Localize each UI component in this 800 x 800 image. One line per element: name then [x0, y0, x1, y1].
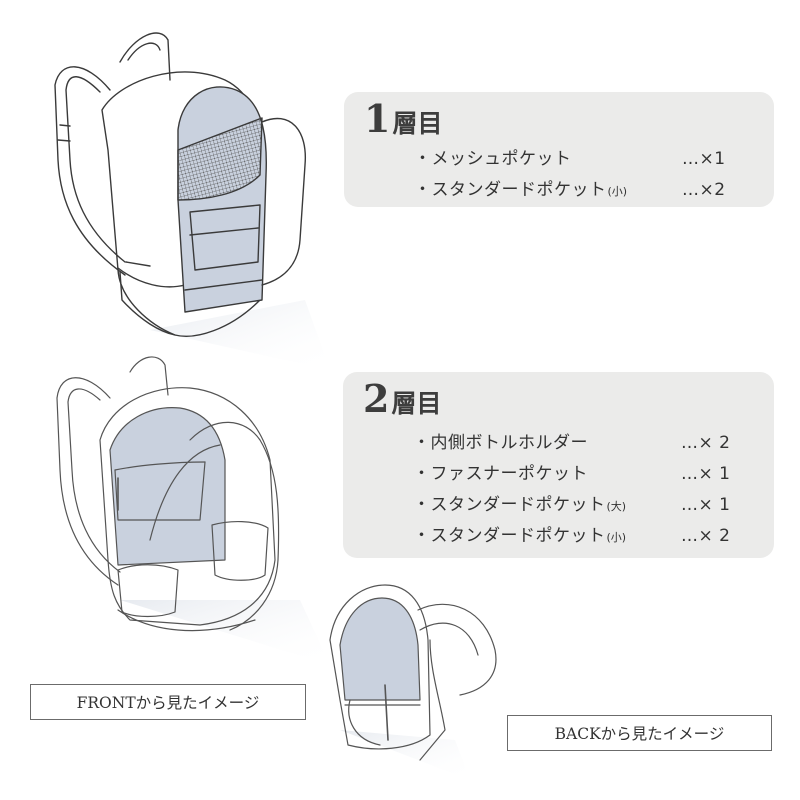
- front-view-caption: FRONTから見たイメージ: [30, 684, 306, 720]
- list-item: ・内側ボトルホルダー …× 2: [343, 428, 774, 459]
- pocket-size: (大): [606, 500, 627, 513]
- pocket-quantity: …×2: [682, 180, 726, 200]
- layer-1-suffix: 層目: [392, 109, 443, 138]
- layer-1-info-panel: 1層目 ・メッシュポケット …×1 ・スタンダードポケット(小) …×2: [344, 92, 774, 207]
- pocket-size: (小): [606, 531, 627, 544]
- backpack-front-view-sketch: [56, 356, 330, 665]
- pocket-quantity: …× 1: [681, 464, 731, 484]
- list-item: ・スタンダードポケット(小) …×2: [344, 175, 774, 206]
- backpack-back-view-sketch: [329, 584, 497, 780]
- pocket-name: メッシュポケット: [431, 149, 572, 169]
- pocket-quantity: …× 1: [681, 495, 731, 515]
- backpack-layer-1-sketch: [54, 32, 330, 370]
- pocket-quantity: …×1: [682, 149, 726, 169]
- list-item: ・メッシュポケット …×1: [344, 144, 774, 175]
- layer-2-number: 2: [363, 376, 390, 421]
- layer-1-number: 1: [364, 96, 391, 141]
- pocket-name: スタンダードポケット: [430, 495, 606, 515]
- pocket-name: スタンダードポケット: [430, 526, 606, 546]
- layer-1-title: 1層目: [364, 100, 442, 138]
- pocket-name: スタンダードポケット: [431, 180, 607, 200]
- layer-2-info-panel: 2層目 ・内側ボトルホルダー …× 2 ・ファスナーポケット …× 1 ・スタン…: [343, 372, 774, 558]
- layer-2-pocket-list: ・内側ボトルホルダー …× 2 ・ファスナーポケット …× 1 ・スタンダードポ…: [343, 428, 774, 552]
- pocket-quantity: …× 2: [681, 526, 731, 546]
- layer-2-title: 2層目: [363, 380, 441, 418]
- pocket-name: ファスナーポケット: [430, 464, 588, 484]
- back-view-caption: BACKから見たイメージ: [507, 715, 772, 751]
- list-item: ・スタンダードポケット(小) …× 2: [343, 521, 774, 552]
- layer-2-suffix: 層目: [391, 389, 442, 418]
- list-item: ・スタンダードポケット(大) …× 1: [343, 490, 774, 521]
- pocket-size: (小): [607, 185, 628, 198]
- list-item: ・ファスナーポケット …× 1: [343, 459, 774, 490]
- pocket-quantity: …× 2: [681, 433, 731, 453]
- pocket-name: 内側ボトルホルダー: [430, 433, 588, 453]
- layer-1-pocket-list: ・メッシュポケット …×1 ・スタンダードポケット(小) …×2: [344, 144, 774, 206]
